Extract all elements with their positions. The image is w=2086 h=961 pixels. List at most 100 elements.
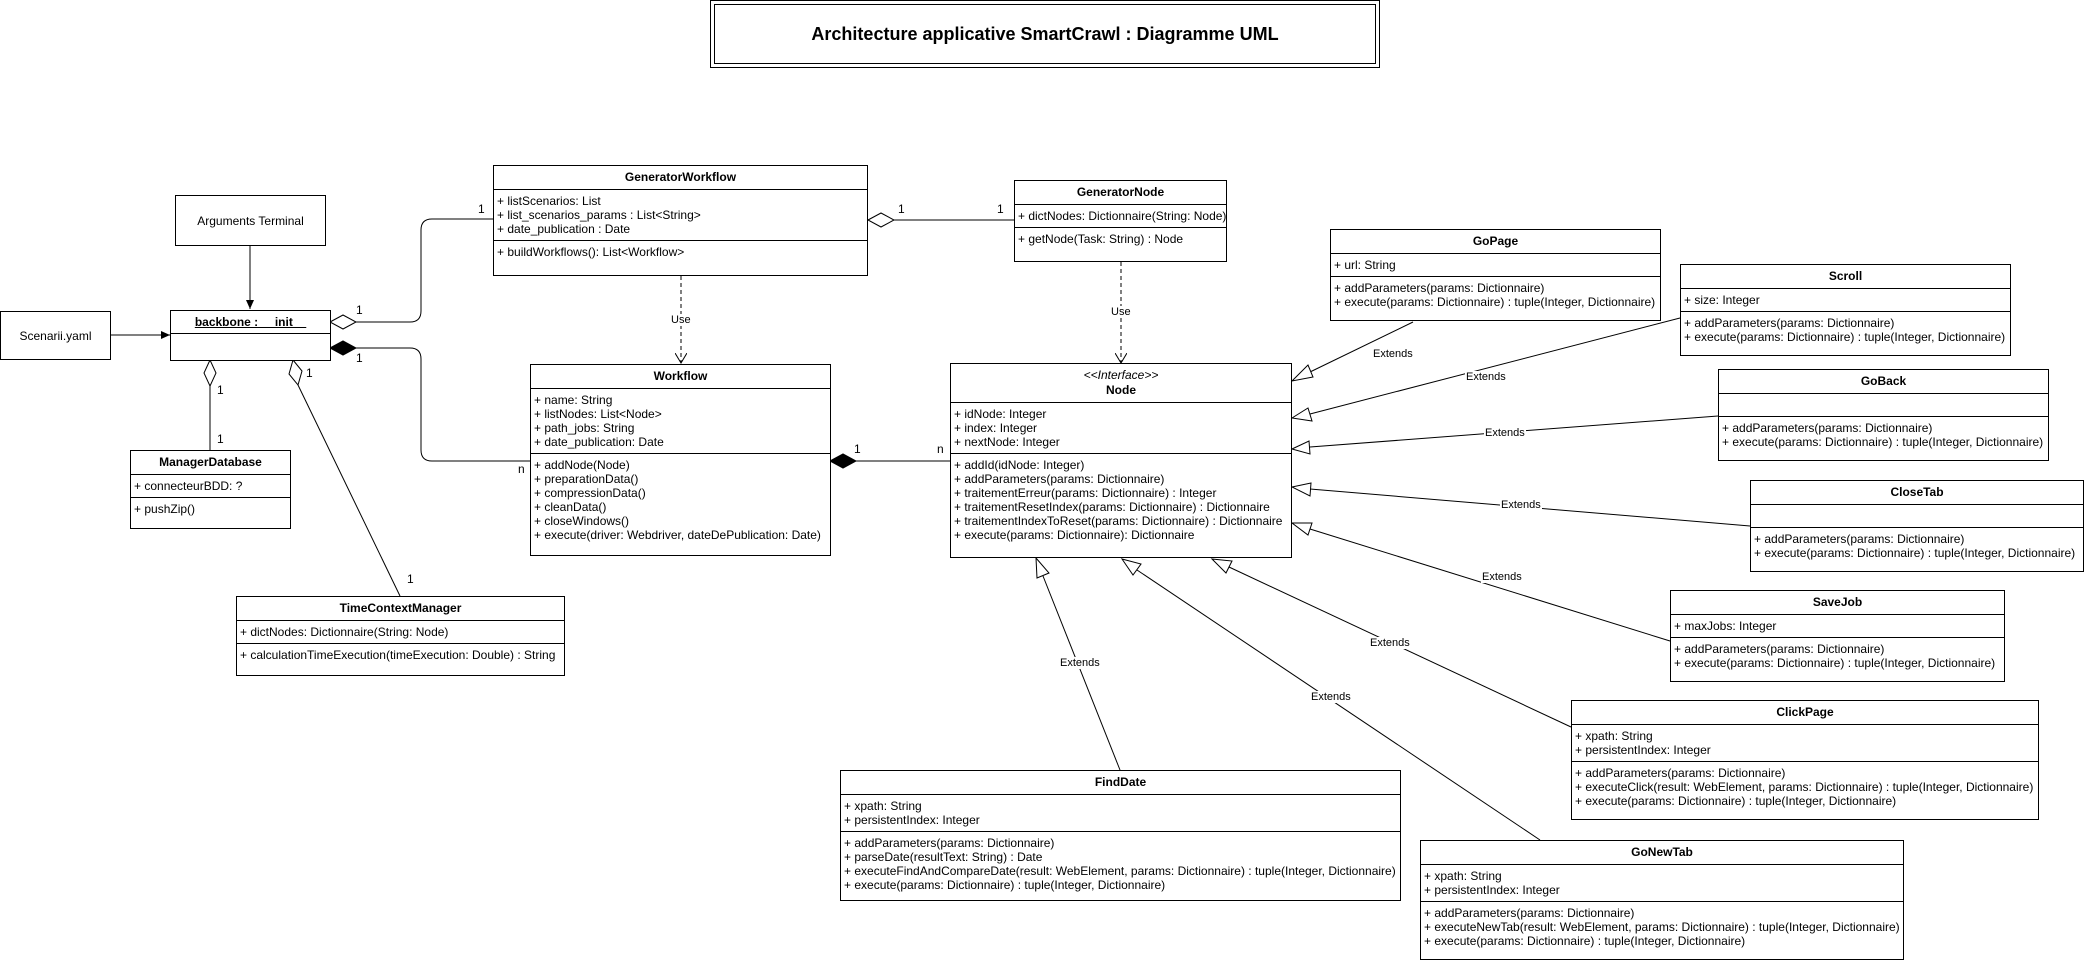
savejob-class-name: SaveJob [1671, 591, 2004, 615]
gonewtab-methods: + addParameters(params: Dictionnaire) + … [1421, 902, 1903, 952]
extends-label-gopage: Extends [1372, 348, 1414, 360]
method: + addParameters(params: Dictionnaire) [1684, 316, 1895, 330]
node-interface-header: <<Interface>> Node [951, 364, 1291, 403]
method: + execute(driver: Webdriver, dateDePubli… [534, 528, 821, 542]
method: + execute(params: Dictionnaire) : tuple(… [1575, 794, 1897, 808]
workflow-class-name: Workflow [531, 365, 830, 389]
backbone-timecontext-aggregation [297, 384, 401, 597]
mult-backbone-generatorworkflow-source: 1 [356, 303, 363, 317]
scroll-attributes: + size: Integer [1681, 289, 2010, 312]
method: + compressionData() [534, 486, 646, 500]
attribute: + xpath: String [844, 799, 922, 813]
backbone-class: backbone : __init__ [170, 310, 331, 361]
attribute: + persistentIndex: Integer [1575, 743, 1711, 757]
method: + closeWindows() [534, 514, 630, 528]
attribute: + dictNodes: Dictionnaire(String: Node) [1018, 209, 1227, 223]
generatornode-class-name: GeneratorNode [1015, 181, 1226, 205]
attribute: + maxJobs: Integer [1674, 619, 1777, 633]
method: + preparationData() [534, 472, 639, 486]
attribute: + connecteurBDD: ? [134, 479, 243, 493]
goback-class: GoBack + addParameters(params: Dictionna… [1718, 369, 2049, 461]
gopage-class: GoPage + url: String + addParameters(par… [1330, 229, 1661, 321]
method: + traitementIndexToReset(params: Diction… [954, 514, 1283, 528]
managerdatabase-methods: + pushZip() [131, 498, 290, 520]
finddate-class: FindDate + xpath: String + persistentInd… [840, 770, 1401, 901]
goback-attributes [1719, 394, 2048, 417]
clickpage-class-name: ClickPage [1572, 701, 2038, 725]
use-label-node: Use [1110, 306, 1132, 318]
mult-generatorworkflow-generatornode-target: 1 [997, 202, 1004, 216]
method: + execute(params: Dictionnaire) : tuple(… [1334, 295, 1656, 309]
generatorworkflow-class-name: GeneratorWorkflow [494, 166, 867, 190]
method: + execute(params: Dictionnaire) : tuple(… [1674, 656, 1996, 670]
attribute: + url: String [1334, 258, 1396, 272]
method: + getNode(Task: String) : Node [1018, 232, 1184, 246]
attribute: + list_scenarios_params : List<String> [497, 208, 701, 222]
backbone-generatorworkflow-aggregation [356, 218, 493, 323]
attribute: + listNodes: List<Node> [534, 407, 662, 421]
generatornode-methods: + getNode(Task: String) : Node [1015, 228, 1226, 250]
clickpage-attributes: + xpath: String + persistentIndex: Integ… [1572, 725, 2038, 762]
node-interface: <<Interface>> Node + idNode: Integer + i… [950, 363, 1292, 558]
aggregation-diamond-generatornode [866, 212, 896, 228]
attribute: + date_publication : Date [497, 222, 631, 236]
savejob-extends-node [1309, 528, 1671, 642]
scroll-extends-node [1309, 317, 1681, 415]
method: + pushZip() [134, 502, 196, 516]
method: + addParameters(params: Dictionnaire) [1334, 281, 1545, 295]
method: + execute(params: Dictionnaire): Diction… [954, 528, 1195, 542]
attribute: + index: Integer [954, 421, 1038, 435]
backbone-class-name: backbone : __init__ [171, 311, 330, 334]
savejob-class: SaveJob + maxJobs: Integer + addParamete… [1670, 590, 2005, 682]
composition-diamond-workflow [328, 340, 358, 356]
mult-backbone-timecontext-target: 1 [407, 572, 414, 586]
method: + traitementResetIndex(params: Dictionna… [954, 500, 1270, 514]
mult-workflow-node-target: n [937, 442, 944, 456]
method: + addParameters(params: Dictionnaire) [1424, 906, 1635, 920]
attribute: + size: Integer [1684, 293, 1760, 307]
method: + addParameters(params: Dictionnaire) [844, 836, 1055, 850]
goback-methods: + addParameters(params: Dictionnaire) + … [1719, 417, 2048, 453]
gopage-methods: + addParameters(params: Dictionnaire) + … [1331, 277, 1660, 313]
attribute: + path_jobs: String [534, 421, 635, 435]
composition-diamond-node [828, 453, 858, 469]
method: + calculationTimeExecution(timeExecution… [240, 648, 556, 662]
closetab-attributes [1751, 505, 2083, 528]
attribute: + idNode: Integer [954, 407, 1047, 421]
diagram-title-frame: Architecture applicative SmartCrawl : Di… [710, 0, 1380, 68]
mult-backbone-managerdatabase-source: 1 [217, 383, 224, 397]
closetab-class-name: CloseTab [1751, 481, 2083, 505]
savejob-attributes: + maxJobs: Integer [1671, 615, 2004, 638]
scenarii-yaml-box: Scenarii.yaml [0, 311, 111, 360]
gopage-class-name: GoPage [1331, 230, 1660, 254]
method: + addParameters(params: Dictionnaire) [1575, 766, 1786, 780]
attribute: + date_publication: Date [534, 435, 664, 449]
generatorworkflow-attributes: + listScenarios: List + list_scenarios_p… [494, 190, 867, 241]
savejob-methods: + addParameters(params: Dictionnaire) + … [1671, 638, 2004, 674]
mult-backbone-managerdatabase-target: 1 [217, 432, 224, 446]
attribute: + nextNode: Integer [954, 435, 1060, 449]
extends-label-savejob: Extends [1481, 571, 1523, 583]
method: + execute(params: Dictionnaire) : tuple(… [844, 878, 1166, 892]
scroll-class: Scroll + size: Integer + addParameters(p… [1680, 264, 2011, 356]
extends-label-closetab: Extends [1500, 499, 1542, 511]
timecontextmanager-class-name: TimeContextManager [237, 597, 564, 621]
method: + addId(idNode: Integer) [954, 458, 1085, 472]
method: + addParameters(params: Dictionnaire) [954, 472, 1165, 486]
attribute: + xpath: String [1424, 869, 1502, 883]
closetab-class: CloseTab + addParameters(params: Diction… [1750, 480, 2084, 572]
node-class-name: Node [1106, 383, 1136, 397]
method: + execute(params: Dictionnaire) : tuple(… [1722, 435, 2044, 449]
extends-label-goback: Extends [1484, 427, 1526, 439]
gonewtab-class-name: GoNewTab [1421, 841, 1903, 865]
extends-label-finddate: Extends [1059, 657, 1101, 669]
method: + addParameters(params: Dictionnaire) [1674, 642, 1885, 656]
attribute: + persistentIndex: Integer [1424, 883, 1560, 897]
extends-label-clickpage: Extends [1369, 637, 1411, 649]
method: + executeNewTab(result: WebElement, para… [1424, 920, 1900, 934]
extends-label-scroll: Extends [1465, 371, 1507, 383]
managerdatabase-attributes: + connecteurBDD: ? [131, 475, 290, 498]
mult-workflow-node-source: 1 [854, 442, 861, 456]
workflow-methods: + addNode(Node) + preparationData() + co… [531, 454, 830, 546]
